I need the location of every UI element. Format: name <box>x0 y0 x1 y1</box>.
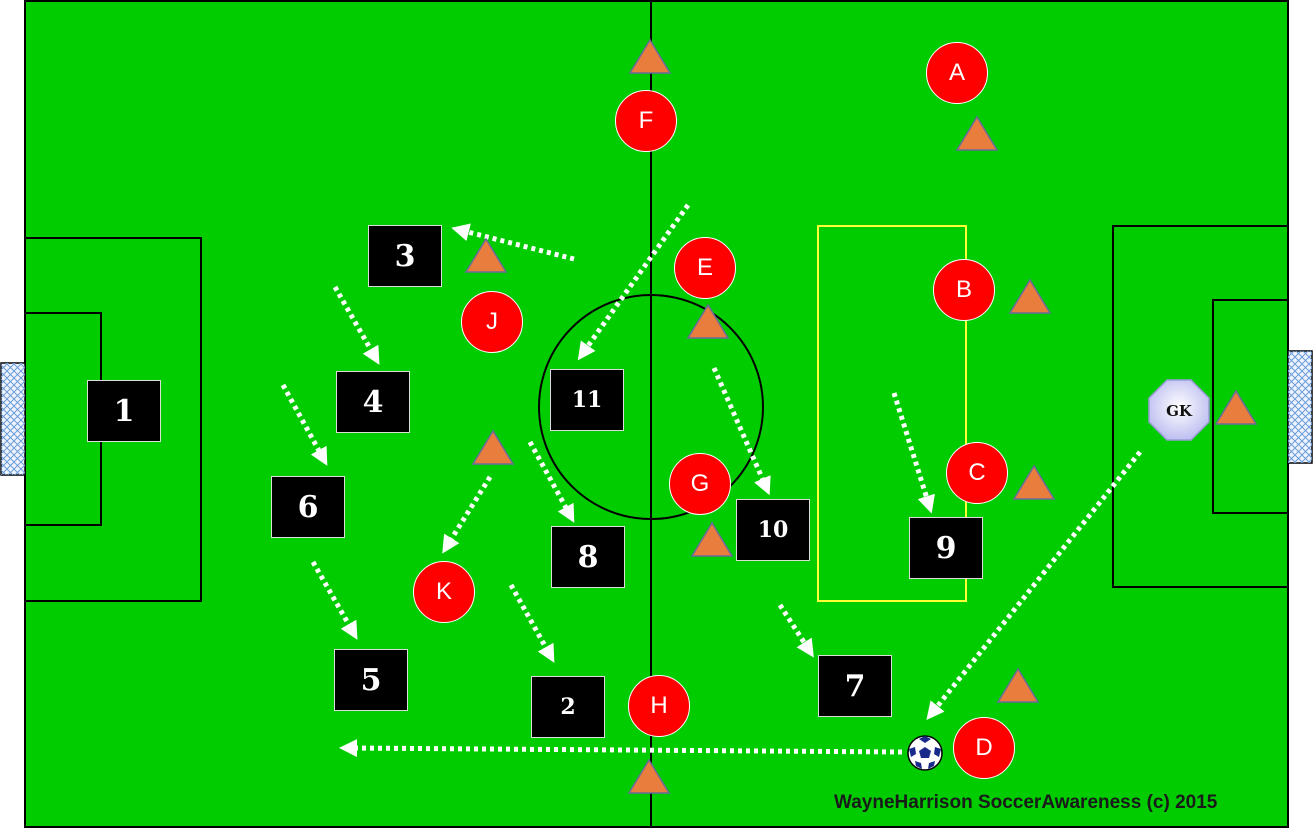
ball-icon <box>907 735 943 771</box>
dashed-arrow-icon <box>577 203 691 361</box>
player-3: 3 <box>368 225 442 287</box>
goal-net-icon <box>0 362 26 476</box>
cone-icon <box>471 429 515 465</box>
dashed-arrow-icon <box>442 475 493 554</box>
player-6: 6 <box>271 476 345 538</box>
cone-icon <box>464 237 508 273</box>
cone-icon <box>628 38 672 74</box>
cone-icon <box>1008 278 1052 314</box>
player-7: 7 <box>818 655 892 717</box>
movement-arrows <box>280 203 1142 758</box>
dashed-arrow-icon <box>451 223 575 262</box>
highlight-zone <box>817 225 967 602</box>
dashed-arrow-icon <box>280 383 328 466</box>
cone-icon <box>955 115 999 151</box>
opponent-h: H <box>628 675 690 737</box>
cone-icon <box>1012 464 1056 500</box>
cone-icon <box>690 521 734 557</box>
cone-icon <box>1214 389 1258 425</box>
dashed-arrow-icon <box>332 285 380 365</box>
player-5: 5 <box>334 649 408 711</box>
opponent-g: G <box>669 453 731 515</box>
dashed-arrow-icon <box>777 603 814 658</box>
opponent-a: A <box>926 42 988 104</box>
player-10: 10 <box>736 499 810 561</box>
cone-icon <box>627 758 671 794</box>
player-1: 1 <box>87 380 161 442</box>
opponent-e: E <box>674 237 736 299</box>
opponent-k: K <box>413 561 475 623</box>
dashed-arrow-icon <box>711 366 771 496</box>
dashed-arrow-icon <box>508 583 555 663</box>
opponent-j: J <box>461 291 523 353</box>
goalkeeper-label: GK <box>1166 402 1193 420</box>
opponent-f: F <box>615 90 677 152</box>
dashed-arrow-icon <box>891 392 935 514</box>
cones <box>464 38 1258 794</box>
player-2: 2 <box>531 676 605 738</box>
goalkeeper: GK <box>1148 379 1210 441</box>
player-8: 8 <box>551 526 625 588</box>
cone-icon <box>996 667 1040 703</box>
opponent-b: B <box>933 259 995 321</box>
opponent-d: D <box>953 717 1015 779</box>
cone-icon <box>686 303 730 339</box>
player-4: 4 <box>336 371 410 433</box>
dashed-arrow-icon <box>310 560 358 640</box>
opponent-c: C <box>946 442 1008 504</box>
player-9: 9 <box>909 517 983 579</box>
centre-circle <box>538 294 764 520</box>
dashed-arrow-icon <box>527 440 575 523</box>
player-11: 11 <box>550 369 624 431</box>
credit-text: WayneHarrison SoccerAwareness (c) 2015 <box>834 792 1218 813</box>
goal-net-icon <box>1287 350 1313 464</box>
